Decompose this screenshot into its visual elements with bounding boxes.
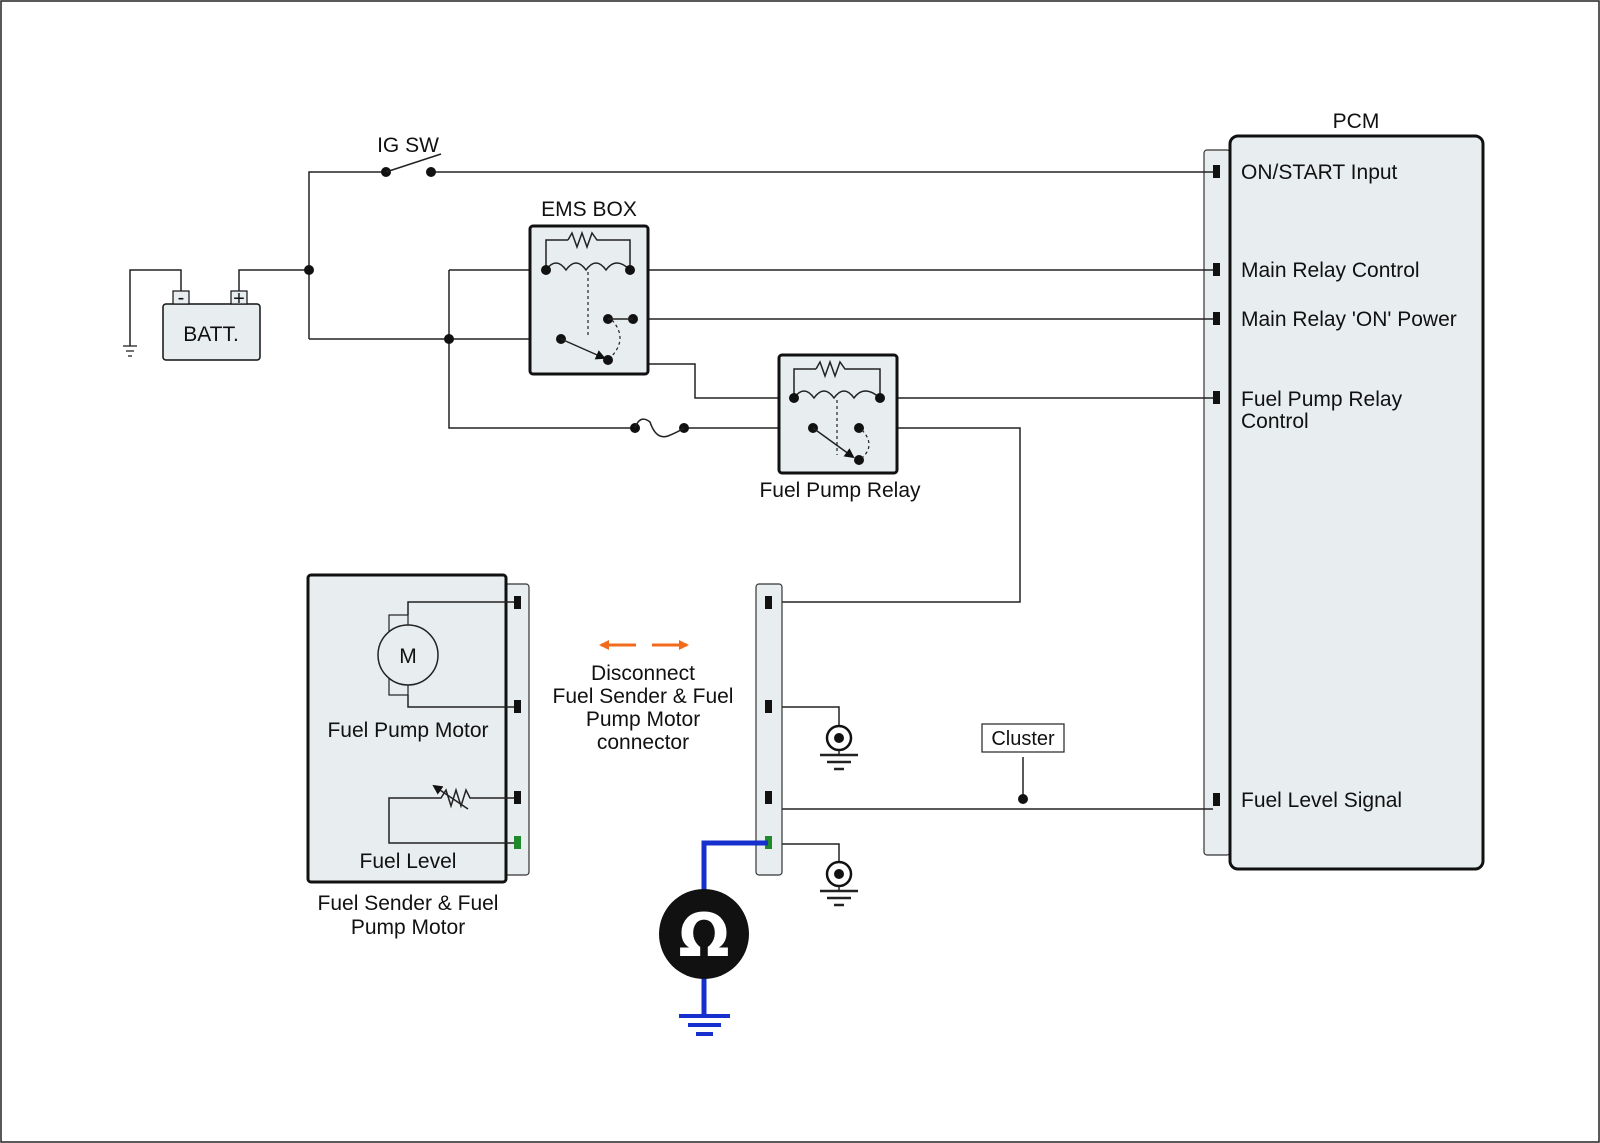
ground-icon xyxy=(820,860,858,907)
fuel-pump-relay: Fuel Pump Relay xyxy=(759,353,921,502)
battery-body xyxy=(162,303,261,361)
junction-dot xyxy=(304,265,314,275)
ground-icon xyxy=(820,724,858,771)
pcm-pin-label-fuel-pump-relay-control: Fuel Pump Relay xyxy=(1241,388,1403,411)
junction-dot xyxy=(444,334,454,344)
battery-minus-sign: - xyxy=(178,287,185,309)
fuse-icon xyxy=(630,418,689,438)
wiring xyxy=(238,171,1213,862)
disconnect-line4: connector xyxy=(597,731,689,754)
junction-dot xyxy=(1018,794,1028,804)
variable-resistor-icon xyxy=(388,784,514,844)
fuel-sender-pump-motor: M Fuel Pump Motor Fuel Level Fuel Sender… xyxy=(306,573,530,939)
pcm-pin-label-main-relay-on-power: Main Relay 'ON' Power xyxy=(1241,308,1457,331)
pcm-pin-label-fuel-level-signal: Fuel Level Signal xyxy=(1241,789,1402,812)
ems-box-label: EMS BOX xyxy=(541,198,637,221)
pcm-pin-label-fuel-pump-relay-control-2: Control xyxy=(1241,410,1309,433)
disconnect-line3: Pump Motor xyxy=(586,708,700,731)
pcm-connector-strip xyxy=(1203,149,1231,856)
harness-connector-strip xyxy=(755,583,783,876)
disconnect-line1: Disconnect xyxy=(591,662,695,685)
sender-body xyxy=(306,573,508,884)
battery-label: BATT. xyxy=(183,323,239,346)
battery: - + BATT. xyxy=(123,269,261,361)
switch-icon xyxy=(385,153,442,173)
harness-connector xyxy=(755,583,783,876)
ohm-symbol: Ω xyxy=(678,901,729,971)
ig-sw-label: IG SW xyxy=(377,134,439,157)
pcm: PCM ON/START Input Main Relay Control Ma… xyxy=(1203,110,1485,871)
motor-symbol: M xyxy=(399,645,417,668)
cluster: Cluster xyxy=(981,723,1065,753)
ohmmeter-icon: Ω xyxy=(659,840,768,1036)
pcm-pin-label-main-relay-control: Main Relay Control xyxy=(1241,259,1420,282)
pcm-title: PCM xyxy=(1333,110,1380,133)
pcm-pin xyxy=(1213,312,1220,325)
pcm-body xyxy=(1228,134,1485,871)
sender-connector-strip xyxy=(504,583,530,876)
cluster-label: Cluster xyxy=(991,728,1055,750)
ground-icon xyxy=(123,345,137,357)
pcm-pin xyxy=(1213,391,1220,404)
fuel-pump-relay-label: Fuel Pump Relay xyxy=(759,479,921,502)
fuel-pump-relay-body xyxy=(777,353,899,475)
sender-title-line2: Pump Motor xyxy=(351,916,465,939)
sender-title-line1: Fuel Sender & Fuel xyxy=(318,892,499,915)
disconnect-line2: Fuel Sender & Fuel xyxy=(553,685,734,708)
disconnect-note: Disconnect Fuel Sender & Fuel Pump Motor… xyxy=(553,640,734,754)
cluster-box xyxy=(981,723,1065,753)
fuel-level-label: Fuel Level xyxy=(360,850,457,873)
motor-icon: M xyxy=(377,614,439,696)
battery-plus-sign: + xyxy=(233,288,245,310)
ems-box: EMS BOX xyxy=(528,198,650,376)
pcm-pin xyxy=(1213,263,1220,276)
ignition-switch: IG SW xyxy=(377,134,442,177)
pcm-pin-label-on-start: ON/START Input xyxy=(1241,161,1398,184)
pcm-pin xyxy=(1213,793,1220,806)
pcm-pin xyxy=(1213,165,1220,178)
fuel-pump-motor-label: Fuel Pump Motor xyxy=(327,719,488,742)
